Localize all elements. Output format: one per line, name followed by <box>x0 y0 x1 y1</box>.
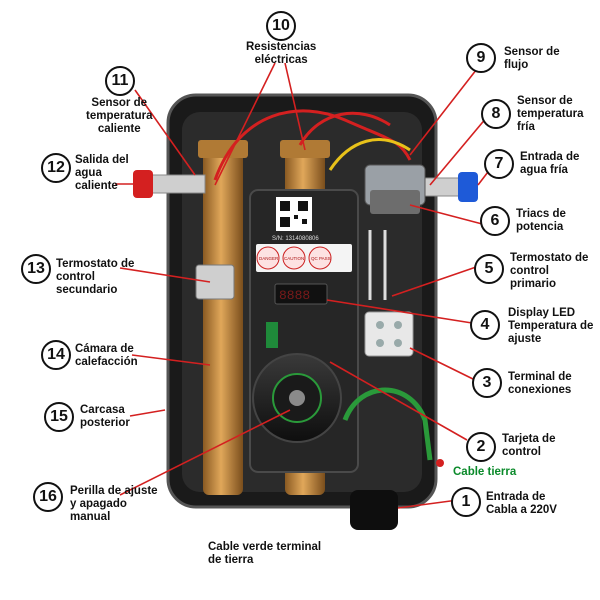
hot-outlet-pipe <box>149 174 206 194</box>
yellow-wire <box>328 138 411 171</box>
led-display <box>274 283 328 305</box>
callout-label-4: Display LED Temperatura de ajuste <box>508 307 594 345</box>
callout-label-10: Resistencias eléctricas <box>246 41 317 66</box>
warning-sticker-2 <box>282 246 306 270</box>
callout-number-4: 4 <box>470 310 500 340</box>
pointer-1 <box>397 499 459 509</box>
callout-label-16: Perilla de ajuste y apagado manual <box>70 485 158 523</box>
pointer-lines <box>115 62 492 509</box>
red-wires <box>298 111 391 146</box>
callout-number-9: 9 <box>466 43 496 73</box>
hot-outlet-cap <box>133 170 153 198</box>
callout-number-16: 16 <box>33 482 63 512</box>
callout-label-6: Triacs de potencia <box>516 208 566 233</box>
terminal-screw <box>376 321 384 329</box>
pointer-15 <box>129 409 166 417</box>
qr-dot <box>302 219 307 224</box>
callout-label-1: Entrada de Cabla a 220V <box>486 491 557 516</box>
pointer-10a <box>214 62 276 186</box>
pointer-16 <box>119 409 291 496</box>
callout-label-5: Termostato de control primario <box>510 252 589 290</box>
pointer-14 <box>131 354 211 366</box>
triac-block <box>370 190 420 214</box>
callout-number-5: 5 <box>474 254 504 284</box>
cable-entry <box>350 490 398 530</box>
pointer-10b <box>284 62 306 151</box>
callout-label-8: Sensor de temperatura fría <box>517 95 584 133</box>
dip-switch <box>266 322 278 348</box>
white-wires <box>368 230 387 300</box>
callout-label-12: Salida del agua caliente <box>75 154 129 192</box>
callout-label-13: Termostato de control secundario <box>56 258 135 296</box>
callout-number-15: 15 <box>44 402 74 432</box>
callout-label-7: Entrada de agua fría <box>520 151 580 176</box>
chamber-cap-left <box>198 140 248 158</box>
terminal-screw <box>394 339 402 347</box>
qr-finder-1 <box>280 201 290 211</box>
callout-label-9: Sensor de flujo <box>504 46 560 71</box>
callout-number-14: 14 <box>41 340 71 370</box>
qr-finder-2 <box>298 201 308 211</box>
callout-number-6: 6 <box>480 206 510 236</box>
pointer-8 <box>429 116 488 186</box>
pointer-13 <box>119 267 211 283</box>
callout-number-11: 11 <box>105 66 135 96</box>
warning-text-3: QC PASS <box>311 256 331 261</box>
terminal-block <box>364 311 414 357</box>
knob-center <box>289 390 305 406</box>
serial-caption: S/N: 1314080806 <box>272 236 319 242</box>
pointer-3 <box>409 347 476 381</box>
callout-number-12: 12 <box>41 153 71 183</box>
ground-cable-label: Cable tierra <box>453 466 517 478</box>
cold-inlet-cap <box>458 172 478 202</box>
qr-dot <box>294 215 298 219</box>
callout-number-13: 13 <box>21 254 51 284</box>
heating-chamber-left <box>203 140 243 495</box>
ground-cable-dot <box>436 459 444 467</box>
led-digits: 8888 <box>279 288 310 303</box>
pointer-9 <box>409 64 481 156</box>
callout-number-10: 10 <box>266 11 296 41</box>
callout-number-3: 3 <box>472 368 502 398</box>
callout-number-8: 8 <box>481 99 511 129</box>
callout-label-11: Sensor de temperatura caliente <box>86 97 153 135</box>
terminal-screw <box>394 321 402 329</box>
callout-label-14: Cámara de calefacción <box>75 343 138 368</box>
ground-wire-note: Cable verde terminal de tierra <box>208 541 322 566</box>
warning-sticker-3 <box>308 246 332 270</box>
callout-number-7: 7 <box>484 149 514 179</box>
pointer-11 <box>134 89 196 176</box>
warning-sticker-1 <box>256 246 280 270</box>
callout-number-1: 1 <box>451 487 481 517</box>
callout-number-2: 2 <box>466 432 496 462</box>
callout-label-2: Tarjeta de control <box>502 433 556 458</box>
qr-finder-3 <box>280 217 290 227</box>
callout-label-15: Carcasa posterior <box>80 404 130 429</box>
warning-text-1: DANGER <box>259 256 279 261</box>
pointer-4 <box>326 299 473 324</box>
pointer-6 <box>409 204 487 226</box>
warning-text-2: CAUTION <box>284 256 304 261</box>
secondary-thermostat <box>195 264 235 300</box>
pointer-2 <box>329 361 468 441</box>
callout-label-3: Terminal de conexiones <box>508 371 572 396</box>
terminal-screw <box>376 339 384 347</box>
pointer-5 <box>391 265 480 297</box>
